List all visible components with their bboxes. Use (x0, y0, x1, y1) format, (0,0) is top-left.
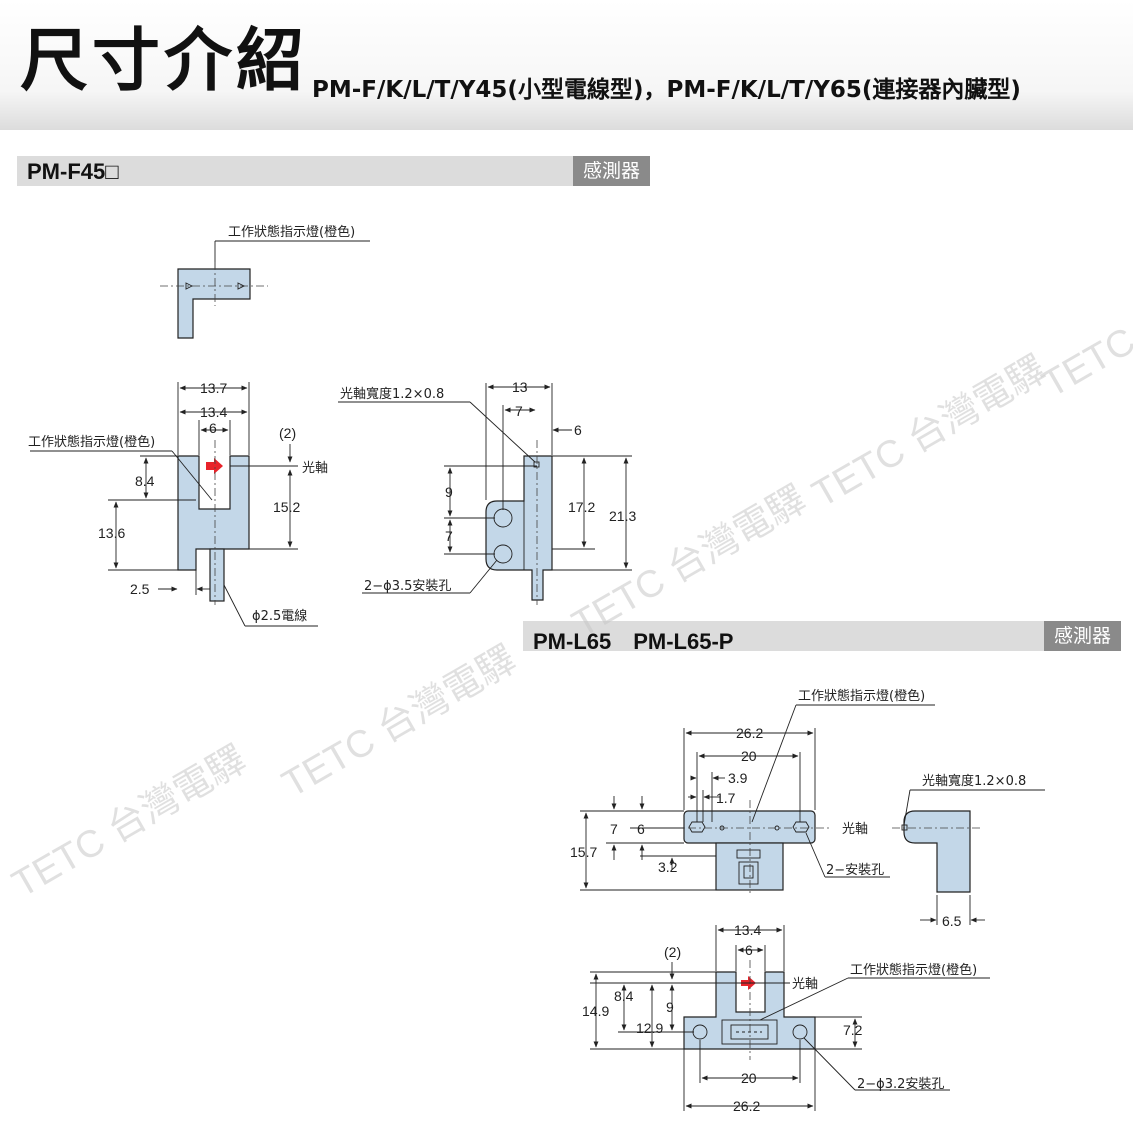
dim-13: 13 (512, 379, 528, 395)
dim-2: (2) (664, 944, 681, 960)
f45-front-view: 13.7 13.4 6 (2) 光軸 15.2 8.4 13.6 2.5 工作狀… (28, 380, 328, 627)
dim-15-7: 15.7 (570, 844, 597, 860)
dim-13-4: 13.4 (200, 404, 227, 420)
dim-2-5: 2.5 (130, 581, 150, 597)
beam-label: 光軸寬度1.2×0.8 (340, 386, 444, 402)
page-header: 尺寸介紹 PM-F/K/L/T/Y45(小型電線型)，PM-F/K/L/T/Y6… (0, 0, 1133, 130)
dim-12-9: 12.9 (636, 1020, 663, 1036)
dim-6: 6 (745, 942, 753, 958)
indicator-label: 工作狀態指示燈(橙色) (28, 434, 155, 450)
dim-15-2: 15.2 (273, 499, 300, 515)
holes-label: 2−ϕ3.5安裝孔 (364, 579, 451, 594)
dim-17-2: 17.2 (568, 499, 595, 515)
indicator-label: 工作狀態指示燈(橙色) (798, 688, 925, 704)
dim-13-4: 13.4 (734, 922, 761, 938)
dim-6: 6 (574, 422, 582, 438)
f45-top-view: 工作狀態指示燈(橙色) (160, 224, 370, 339)
dim-6: 6 (637, 821, 645, 837)
section-title: PM-F45□ (27, 159, 119, 184)
dim-9: 9 (666, 999, 674, 1015)
l65-front-view: 13.4 6 (2) 光軸 工作狀態指示燈(橙色) 14.9 8.4 12.9 … (582, 922, 990, 1114)
optical-axis-label: 光軸 (792, 977, 818, 992)
indicator-icon (206, 458, 223, 474)
dim-7-2: 7.2 (843, 1022, 863, 1038)
holes-label: 2−安裝孔 (826, 863, 884, 878)
dim-20: 20 (741, 748, 757, 764)
optical-axis-label: 光軸 (842, 822, 868, 837)
dim-1-7: 1.7 (716, 790, 736, 806)
dim-7: 7 (610, 821, 618, 837)
section-title: PM-L65 PM-L65-P (533, 629, 734, 654)
f45-side-view: 13 7 6 9 7 17.2 21.3 光軸寬度1.2×0.8 2−ϕ3.5安… (338, 379, 636, 605)
beam-label: 光軸寬度1.2×0.8 (922, 773, 1026, 789)
dim-26-2: 26.2 (733, 1098, 760, 1114)
dim-13-6: 13.6 (98, 525, 125, 541)
dim-20: 20 (741, 1070, 757, 1086)
dim-8-4: 8.4 (135, 473, 155, 489)
optical-axis-label: 光軸 (302, 461, 328, 476)
holes-label: 2−ϕ3.2安裝孔 (857, 1077, 944, 1092)
indicator-label: 工作狀態指示燈(橙色) (228, 224, 355, 240)
dim-2: (2) (279, 425, 296, 441)
dim-3-2: 3.2 (658, 859, 678, 875)
section-bar-pm-l65: PM-L65 PM-L65-P 感測器 (523, 621, 1121, 654)
dim-9: 9 (445, 484, 453, 500)
page-subtitle: PM-F/K/L/T/Y45(小型電線型)，PM-F/K/L/T/Y65(連接器… (312, 77, 1021, 103)
indicator-label: 工作狀態指示燈(橙色) (850, 962, 977, 978)
section-tag: 感測器 (1043, 621, 1121, 651)
section-tag: 感測器 (572, 156, 650, 186)
dim-6: 6 (209, 420, 217, 436)
l65-side-view: 光軸寬度1.2×0.8 6.5 (892, 773, 1045, 929)
cable-label: ϕ2.5電線 (252, 608, 307, 624)
page-title: 尺寸介紹 (20, 22, 309, 101)
section-bar-pm-f45: PM-F45□ 感測器 (17, 156, 650, 186)
dim-7b: 7 (445, 528, 453, 544)
dim-21-3: 21.3 (609, 508, 636, 524)
dim-14-9: 14.9 (582, 1003, 609, 1019)
dim-3-9: 3.9 (728, 770, 748, 786)
dim-6-5: 6.5 (942, 913, 962, 929)
dim-13-7: 13.7 (200, 380, 227, 396)
dim-8-4: 8.4 (614, 988, 634, 1004)
dim-7: 7 (515, 403, 523, 419)
l65-top-view: 26.2 20 3.9 1.7 15.7 7 6 3.2 光軸 工作狀態指示燈 (570, 688, 935, 894)
dim-26-2: 26.2 (736, 725, 763, 741)
